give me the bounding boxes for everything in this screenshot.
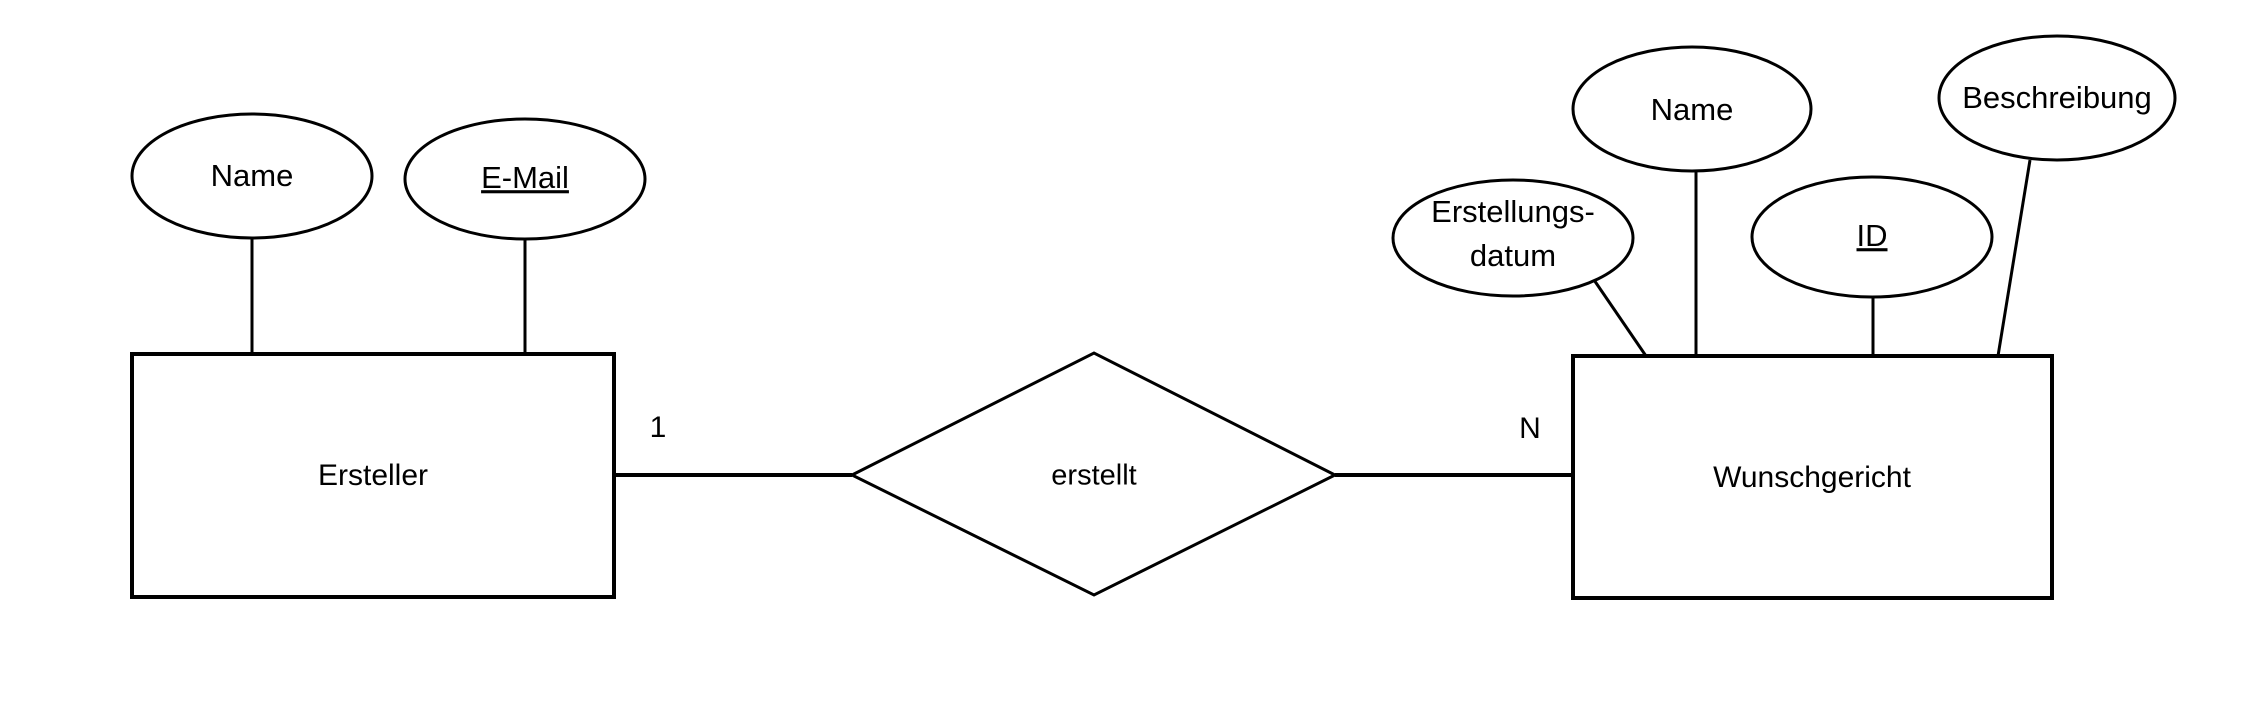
attribute-ersteller-email[interactable]: E-Mail [403,117,647,241]
cardinality-right: N [1519,412,1541,445]
attribute-wg-id[interactable]: ID [1750,175,1994,299]
attribute-ersteller-name[interactable]: Name [130,112,374,240]
attribute-ellipse-shape [1391,178,1635,298]
attribute-label-line1: Erstellungs- [1431,194,1595,229]
entity-label: Ersteller [318,459,428,492]
attribute-ellipse-shape [1571,45,1813,173]
attribute-label: Beschreibung [1962,80,2152,115]
connector-wg-beschreibung [1996,159,2032,357]
attribute-label: Name [211,158,294,193]
attribute-label-key: E-Mail [481,160,569,195]
relationship-label: erstellt [1051,460,1136,492]
attribute-label: Name [1651,92,1734,127]
attribute-ellipse-shape [130,112,374,240]
attribute-wg-erstellungsdatum[interactable]: Erstellungs- datum [1391,178,1635,298]
attribute-ellipse-shape [1937,34,2177,162]
attribute-wg-name[interactable]: Name [1571,45,1813,173]
entity-ersteller[interactable]: Ersteller [130,352,616,599]
entity-label: Wunschgericht [1713,461,1912,494]
attribute-ellipse-shape [1750,175,1994,299]
attribute-label-key: ID [1857,218,1888,253]
relationship-erstellt[interactable]: erstellt [848,351,1339,597]
attribute-wg-beschreibung[interactable]: Beschreibung [1937,34,2177,162]
entity-box-shape [1571,354,2054,600]
entity-wunschgericht[interactable]: Wunschgericht [1571,354,2054,600]
attribute-label-line2: datum [1470,238,1556,273]
attribute-ellipse-shape [403,117,647,241]
entity-box-shape [130,352,616,599]
connector-wg-erstellungsdatum [1590,276,1648,357]
cardinality-left: 1 [650,411,667,444]
